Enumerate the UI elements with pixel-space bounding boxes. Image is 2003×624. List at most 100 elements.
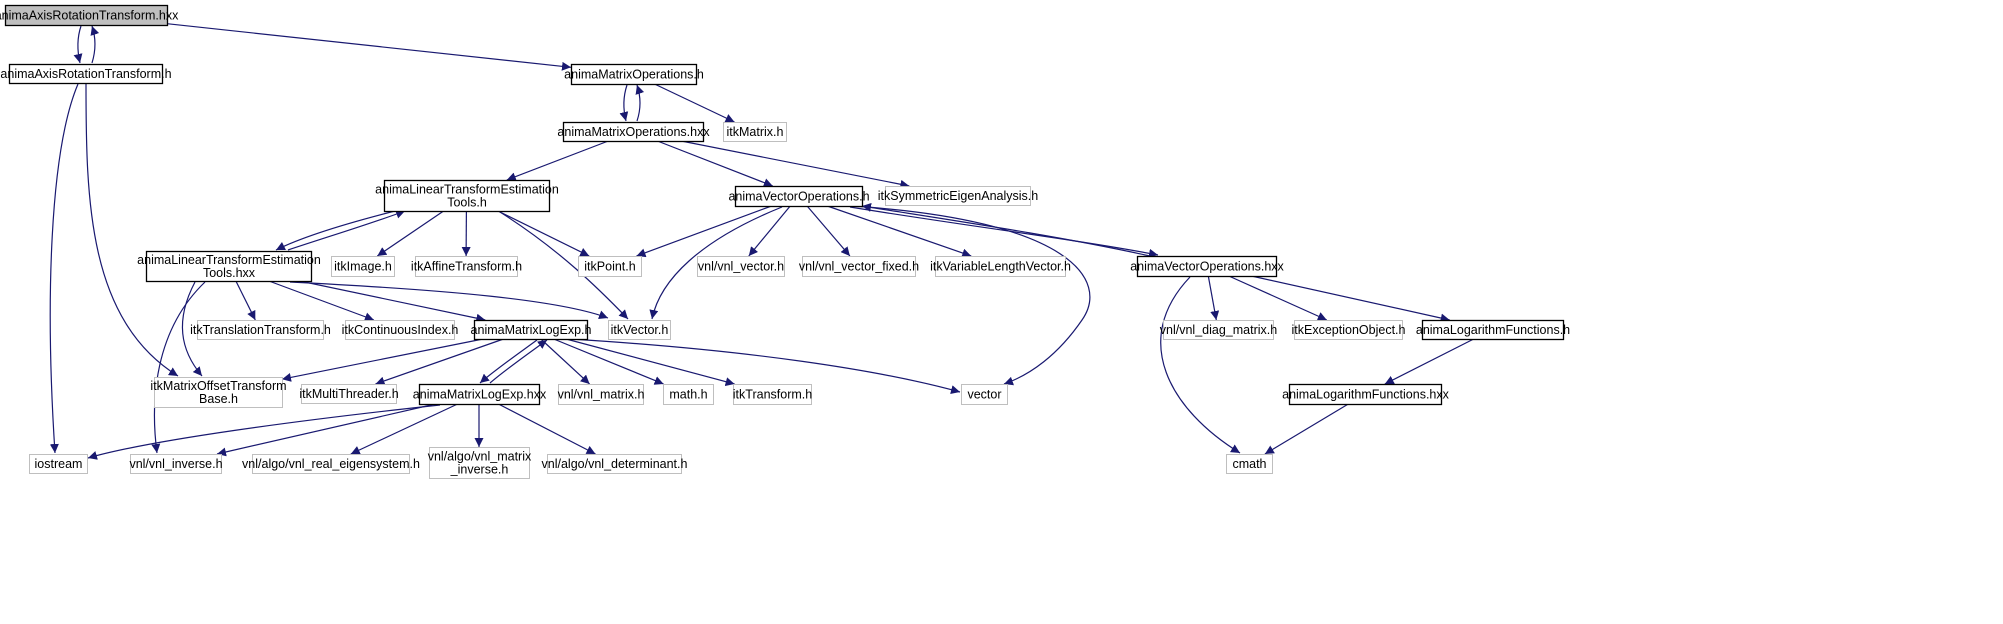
edge-matlog-hxx-to-vnl-det (498, 404, 595, 454)
node-label: animaVectorOperations.hxx (1130, 260, 1284, 274)
node-vnl-inverse: vnl/vnl_inverse.h (129, 455, 222, 474)
node-label: itkVariableLengthVector.h (930, 260, 1071, 274)
node-vnl-det: vnl/algo/vnl_determinant.h (542, 455, 688, 474)
node-label: math.h (669, 388, 707, 402)
edge-lte-hxx-to-itkContIndex (269, 281, 374, 320)
node-label: vnl/algo/vnl_matrix (428, 450, 532, 464)
node-label: iostream (35, 457, 83, 471)
node-label: itkImage.h (334, 260, 392, 274)
node-itkVector: itkVector.h (609, 321, 671, 340)
edge-matlog-h-to-vnl-matrix (541, 339, 590, 384)
edge-vecops-h-to-vnl-vector-fixed (807, 206, 850, 256)
edge-matlog-h-to-matlog-hxx (480, 340, 537, 383)
edge-matlog-h-to-itkMatOffset (282, 339, 483, 379)
edge-axis-h-to-iostream (50, 84, 78, 453)
node-logfun-hxx[interactable]: animaLogarithmFunctions.hxx (1282, 385, 1449, 405)
node-label: itkMatrixOffsetTransform (150, 379, 286, 393)
node-label: animaMatrixOperations.hxx (557, 125, 710, 139)
node-vnl-vector: vnl/vnl_vector.h (698, 257, 785, 277)
node-axis-h[interactable]: animaAxisRotationTransform.h (0, 65, 171, 84)
node-label: vnl/vnl_diag_matrix.h (1160, 323, 1277, 337)
node-matlog-hxx[interactable]: animaMatrixLogExp.hxx (413, 385, 547, 405)
node-label: animaAxisRotationTransform.h (0, 67, 171, 81)
node-label: itkContinuousIndex.h (342, 323, 459, 337)
edge-vecops-hxx-to-vnl-diag (1208, 276, 1216, 320)
edge-lte-h-to-itkPoint (498, 211, 589, 256)
edge-logfun-h-to-logfun-hxx (1385, 339, 1474, 384)
node-matops-hxx[interactable]: animaMatrixOperations.hxx (557, 123, 710, 142)
edge-lte-hxx-to-matlog-h (300, 281, 486, 320)
node-label: animaLinearTransformEstimation (137, 253, 321, 267)
node-itkVarLen: itkVariableLengthVector.h (930, 257, 1071, 277)
node-label: animaVectorOperations.h (728, 190, 869, 204)
node-vnl-diag: vnl/vnl_diag_matrix.h (1160, 321, 1277, 340)
node-vnl-vector-fixed: vnl/vnl_vector_fixed.h (799, 257, 919, 277)
edge-matops-hxx-to-matops-h (637, 85, 640, 121)
edge-matlog-hxx-to-iostream (88, 405, 440, 458)
node-vnl-matrix: vnl/vnl_matrix.h (558, 385, 645, 405)
node-label: animaLinearTransformEstimation (375, 183, 559, 197)
edge-lte-h-to-lte-hxx (276, 211, 395, 250)
node-vecops-h[interactable]: animaVectorOperations.h (728, 187, 869, 207)
edge-axis-hxx-to-axis-h (78, 26, 81, 63)
edge-matlog-h-to-itkTransform (566, 339, 735, 384)
node-label: cmath (1232, 457, 1266, 471)
node-itkMultiThreader: itkMultiThreader.h (299, 385, 398, 404)
edge-matops-h-to-matops-hxx (624, 85, 627, 121)
edge-axis-hxx-to-matops-h (167, 24, 571, 68)
edge-matlog-h-to-math-h (554, 339, 664, 384)
edge-vecops-h-to-vector (852, 206, 1090, 384)
node-axis-hxx[interactable]: animaAxisRotationTransform.hxx (0, 6, 179, 26)
node-label: itkTransform.h (733, 388, 812, 402)
node-vecops-hxx[interactable]: animaVectorOperations.hxx (1130, 257, 1284, 277)
node-itkContIndex: itkContinuousIndex.h (342, 321, 459, 340)
node-label: vnl/vnl_matrix.h (558, 388, 645, 402)
node-label: animaLogarithmFunctions.hxx (1282, 388, 1449, 402)
edge-lte-hxx-to-itkTranslation (236, 281, 255, 320)
edge-lte-hxx-to-vnl-inverse (154, 282, 205, 453)
edge-vecops-hxx-to-itkException (1229, 276, 1327, 320)
node-label: itkTranslationTransform.h (190, 323, 331, 337)
edge-vecops-h-to-vnl-vector (749, 206, 790, 256)
node-itkAffine: itkAffineTransform.h (411, 257, 522, 277)
edge-matlog-h-to-itkMultiThreader (376, 339, 504, 384)
node-label: animaMatrixOperations.h (564, 68, 704, 82)
node-label: vnl/vnl_vector.h (698, 260, 784, 274)
edge-matops-h-to-itkMatrix (655, 84, 735, 122)
node-label: itkExceptionObject.h (1292, 323, 1406, 337)
node-itkException: itkExceptionObject.h (1292, 321, 1406, 340)
edge-logfun-hxx-to-cmath (1265, 404, 1348, 454)
node-matlog-h[interactable]: animaMatrixLogExp.h (471, 321, 592, 340)
node-label: animaLogarithmFunctions.h (1416, 323, 1570, 337)
node-itkPoint: itkPoint.h (579, 257, 642, 277)
edge-lte-hxx-to-lte-h (288, 211, 405, 250)
edge-axis-h-to-axis-hxx (92, 26, 95, 63)
node-label: itkMatrix.h (727, 125, 784, 139)
edge-axis-h-to-itkMatOffset (86, 84, 178, 376)
node-matops-h[interactable]: animaMatrixOperations.h (564, 65, 704, 85)
node-label: animaMatrixLogExp.hxx (413, 388, 547, 402)
node-label: Tools.h (447, 196, 487, 210)
node-cmath: cmath (1227, 455, 1273, 474)
node-math-h: math.h (664, 385, 714, 405)
node-itkMatrix: itkMatrix.h (724, 123, 787, 142)
node-label: Tools.hxx (203, 266, 256, 280)
node-label: vnl/algo/vnl_real_eigensystem.h (242, 457, 420, 471)
node-itkSym: itkSymmetricEigenAnalysis.h (878, 187, 1039, 206)
node-label: itkVector.h (611, 323, 669, 337)
node-logfun-h[interactable]: animaLogarithmFunctions.h (1416, 321, 1570, 340)
node-vnl-real-eig: vnl/algo/vnl_real_eigensystem.h (242, 455, 420, 474)
node-label: itkAffineTransform.h (411, 260, 522, 274)
node-label: _inverse.h (450, 463, 509, 477)
node-itkTranslation: itkTranslationTransform.h (190, 321, 331, 340)
node-label: vnl/algo/vnl_determinant.h (542, 457, 688, 471)
node-itkImage: itkImage.h (332, 257, 395, 277)
node-label: animaAxisRotationTransform.hxx (0, 9, 179, 23)
node-label: Base.h (199, 392, 238, 406)
edge-matlog-hxx-to-matlog-h (490, 340, 547, 383)
